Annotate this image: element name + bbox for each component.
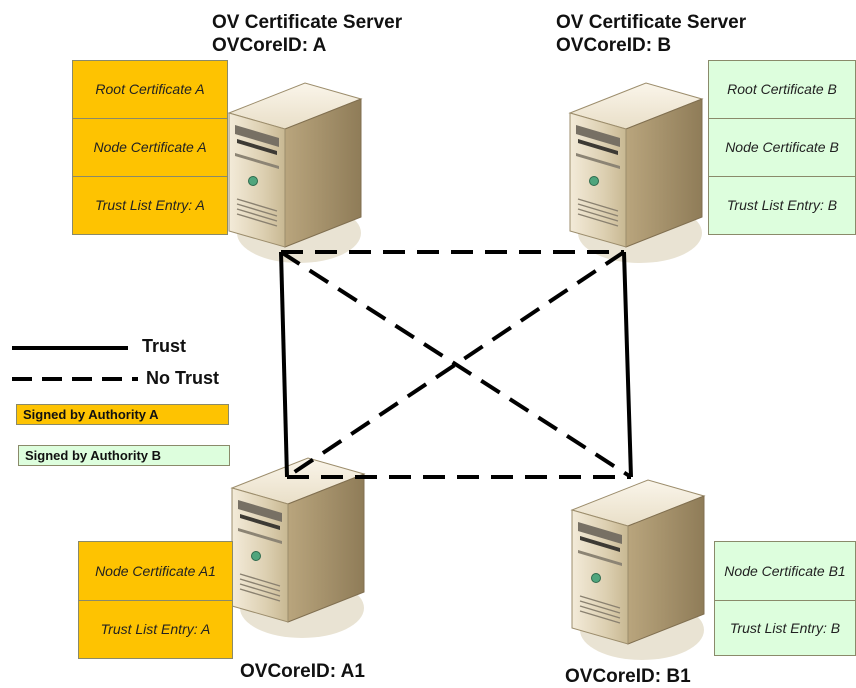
- legend-signed-a: Signed by Authority A: [16, 404, 229, 425]
- cert-cell: Node Certificate B: [708, 119, 856, 177]
- server-a-title: OV Certificate Server OVCoreID: A: [212, 11, 402, 57]
- server-b1-title: OVCoreID: B1: [565, 666, 691, 687]
- legend-signed-b: Signed by Authority B: [18, 445, 230, 466]
- server-b-title-line2: OVCoreID: B: [556, 35, 672, 56]
- server-a-icon: [228, 82, 362, 264]
- cert-cell: Trust List Entry: B: [708, 177, 856, 235]
- server-b-icon: [569, 82, 703, 264]
- trust-link-a-a1: [279, 251, 289, 478]
- cert-cell: Root Certificate B: [708, 60, 856, 119]
- trust-link-b-b1: [622, 251, 633, 478]
- cert-stack-a1: Node Certificate A1 Trust List Entry: A: [78, 541, 233, 659]
- legend-trust-label: Trust: [142, 336, 187, 356]
- server-b-title-line1: OV Certificate Server: [556, 12, 747, 33]
- server-b-title: OV Certificate Server OVCoreID: B: [556, 11, 746, 57]
- cert-stack-b: Root Certificate B Node Certificate B Tr…: [708, 60, 856, 235]
- server-b1-icon: [571, 479, 705, 661]
- cert-cell: Node Certificate A: [72, 119, 228, 177]
- no-trust-link-a-b1: [279, 250, 633, 479]
- cert-stack-a: Root Certificate A Node Certificate A Tr…: [72, 60, 228, 235]
- cert-cell: Trust List Entry: A: [78, 601, 233, 659]
- server-a1-icon: [231, 457, 365, 639]
- cert-cell: Trust List Entry: A: [72, 177, 228, 235]
- cert-cell: Root Certificate A: [72, 60, 228, 119]
- cert-cell: Node Certificate A1: [78, 541, 233, 601]
- cert-cell: Trust List Entry: B: [714, 601, 856, 656]
- server-a-title-line2: OVCoreID: A: [212, 35, 327, 56]
- legend-no-trust-label: No Trust: [146, 368, 220, 388]
- cert-stack-b1: Node Certificate B1 Trust List Entry: B: [714, 541, 856, 656]
- cert-cell: Node Certificate B1: [714, 541, 856, 601]
- server-a1-title: OVCoreID: A1: [240, 661, 365, 682]
- server-a-title-line1: OV Certificate Server: [212, 12, 403, 33]
